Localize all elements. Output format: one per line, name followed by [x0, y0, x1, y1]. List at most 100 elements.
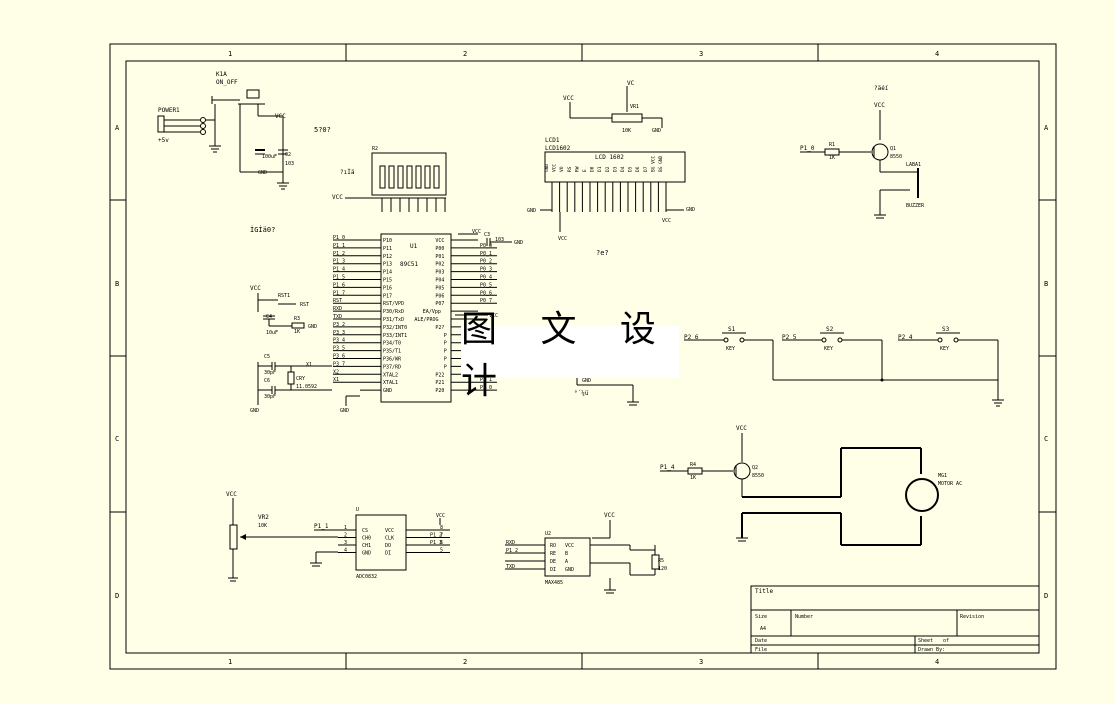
- lcd-vcc-top: VCC: [563, 95, 574, 102]
- key-net-label: P2_5: [782, 334, 797, 341]
- rs485-body: [544, 537, 591, 577]
- lcd-pin-label: D0: [590, 166, 596, 172]
- key-contact: [739, 337, 745, 343]
- lcd-pin-label: E: [582, 169, 588, 172]
- mcu-right-net-label: P2_1: [480, 377, 492, 383]
- rs485-right-pin-label: A: [565, 559, 568, 565]
- rs485-left-pin-label: RE: [550, 551, 556, 557]
- tb-number: Number: [795, 614, 813, 620]
- mcu-left-pin-label: P15: [383, 278, 392, 284]
- mcu-right-pin-label: P20: [435, 388, 444, 394]
- tb-size-value: A4: [760, 626, 766, 632]
- c3-value: 103: [495, 237, 504, 243]
- r3-ref: R3: [294, 316, 300, 322]
- mcu-right-pin-label: ALE/PROG: [414, 317, 438, 323]
- resnet-vcc-label: VCC: [332, 194, 343, 201]
- buzzer-note: ?äéí: [874, 85, 889, 92]
- q2-ref: Q2: [752, 465, 758, 471]
- mcu-right-pin-label: VCC: [435, 238, 444, 244]
- adc-right-net-label: P1_3: [430, 540, 442, 546]
- key-contact: [821, 337, 827, 343]
- lcd-gnd-left: GND: [527, 208, 536, 214]
- c4-value: 10uF: [266, 330, 278, 336]
- adc-vr-value: 10K: [258, 523, 267, 529]
- mcu-right-pin-label: P22: [435, 372, 444, 378]
- lcd-vr-gnd: GND: [652, 128, 661, 134]
- lcd-pin-label: BG VCC: [650, 155, 656, 172]
- key-value: KEY: [726, 346, 735, 352]
- c4-ref: C4: [266, 314, 272, 320]
- rs485-left-pin-label: RO: [550, 543, 556, 549]
- mcu-left-pin-label: P12: [383, 254, 392, 260]
- mcu-right-net-label: P0_6: [480, 290, 492, 296]
- adc-right-pin-label: DI: [385, 551, 391, 557]
- r1-value: 1K: [829, 155, 835, 161]
- lcd-pin-label: D5: [628, 166, 634, 172]
- adc-left-pin-label: CH0: [362, 536, 371, 542]
- title-block: Title Size A4 Number Revision Date File …: [750, 585, 1040, 654]
- crystal-gnd-label: GND: [250, 408, 259, 414]
- keys-gnd: GND: [582, 378, 591, 384]
- lcd-gnd-right: GND: [686, 207, 695, 213]
- adc-vcc-right: VCC: [436, 513, 445, 519]
- mcu-left-net-label: P3_2: [333, 322, 345, 328]
- motor-section: VCC P1_4 R4 1K Q2 8550 MG1 MOTOR AC: [660, 425, 962, 546]
- mcu-body: [380, 233, 452, 403]
- tb-date: Date: [755, 638, 767, 644]
- mcu-right-net-label: P0_5: [480, 282, 492, 288]
- adc-right-pin-number: 8: [440, 525, 443, 531]
- power-gnd-label: GND: [258, 170, 267, 176]
- lcd-body: [544, 151, 686, 183]
- mcu-right-net-label: P0_3: [480, 267, 492, 273]
- col-label-bottom: 2: [463, 658, 467, 666]
- rs485-right-pin-label: B: [565, 551, 568, 557]
- mcu-left-net-label: P3_5: [333, 346, 345, 352]
- row-label-right: B: [1044, 280, 1048, 288]
- tb-sheet: Sheet: [918, 638, 933, 644]
- reset-vcc-label: VCC: [250, 285, 261, 292]
- mcu-left-pin-label: P17: [383, 293, 392, 299]
- mcu-left-pin-label: P34/T0: [383, 341, 401, 347]
- adc-section: VCC VR2 10K P1_1 U ADC0832 CS1CH02CH13GN…: [226, 491, 450, 582]
- mcu-right-pin-label: P07: [435, 301, 444, 307]
- mcu-right-net-label: P2_0: [480, 385, 492, 391]
- row-label-right: A: [1044, 124, 1049, 132]
- row-label-right: D: [1044, 592, 1048, 600]
- rs485-right-pin-label: VCC: [565, 543, 574, 549]
- lcd-pin-label: GND: [544, 164, 550, 172]
- lcd-pin-label: D3: [612, 166, 618, 172]
- mcu-right-pin-label: P04: [435, 278, 444, 284]
- mcu-ea-vcc: VCC: [489, 313, 498, 319]
- key-net-label: P2_4: [898, 334, 913, 341]
- mcu-left-net-label: P1_6: [333, 282, 345, 288]
- r5-ref: R5: [658, 558, 664, 564]
- q1-value: 8550: [890, 154, 902, 160]
- motor-vcc: VCC: [736, 425, 747, 432]
- adc-right-pin-label: CLK: [385, 536, 394, 542]
- mcu-left-net-label: P1_7: [333, 290, 345, 296]
- mcu-right-pin-label: P: [444, 364, 447, 370]
- mcu-left-pin-label: XTAL1: [383, 380, 398, 386]
- tb-title: Title: [755, 588, 773, 595]
- mcu-left-net-label: P1_4: [333, 267, 345, 273]
- lcd-vcc-right: VCC: [662, 218, 671, 224]
- c3-ref: C3: [484, 232, 490, 238]
- resistor-network: R2 ?ıİä VCC: [332, 146, 447, 212]
- lcd-vr-value: 10K: [622, 128, 631, 134]
- lcd-pin-label: D6: [635, 166, 641, 172]
- q2-value: 8550: [752, 473, 764, 479]
- lcd-vr-vc: VC: [627, 80, 635, 87]
- lcd-pin-label: VO: [559, 166, 565, 172]
- mcu-right-pin-label: P05: [435, 285, 444, 291]
- col-label-top: 1: [228, 50, 232, 58]
- power-jack-ref: POWER1: [158, 107, 180, 114]
- mcu-left-net-label: P3_4: [333, 338, 345, 344]
- x1-ref: X1: [306, 362, 312, 368]
- resnet-ref: R2: [372, 146, 378, 152]
- q1-ref: Q1: [890, 146, 896, 152]
